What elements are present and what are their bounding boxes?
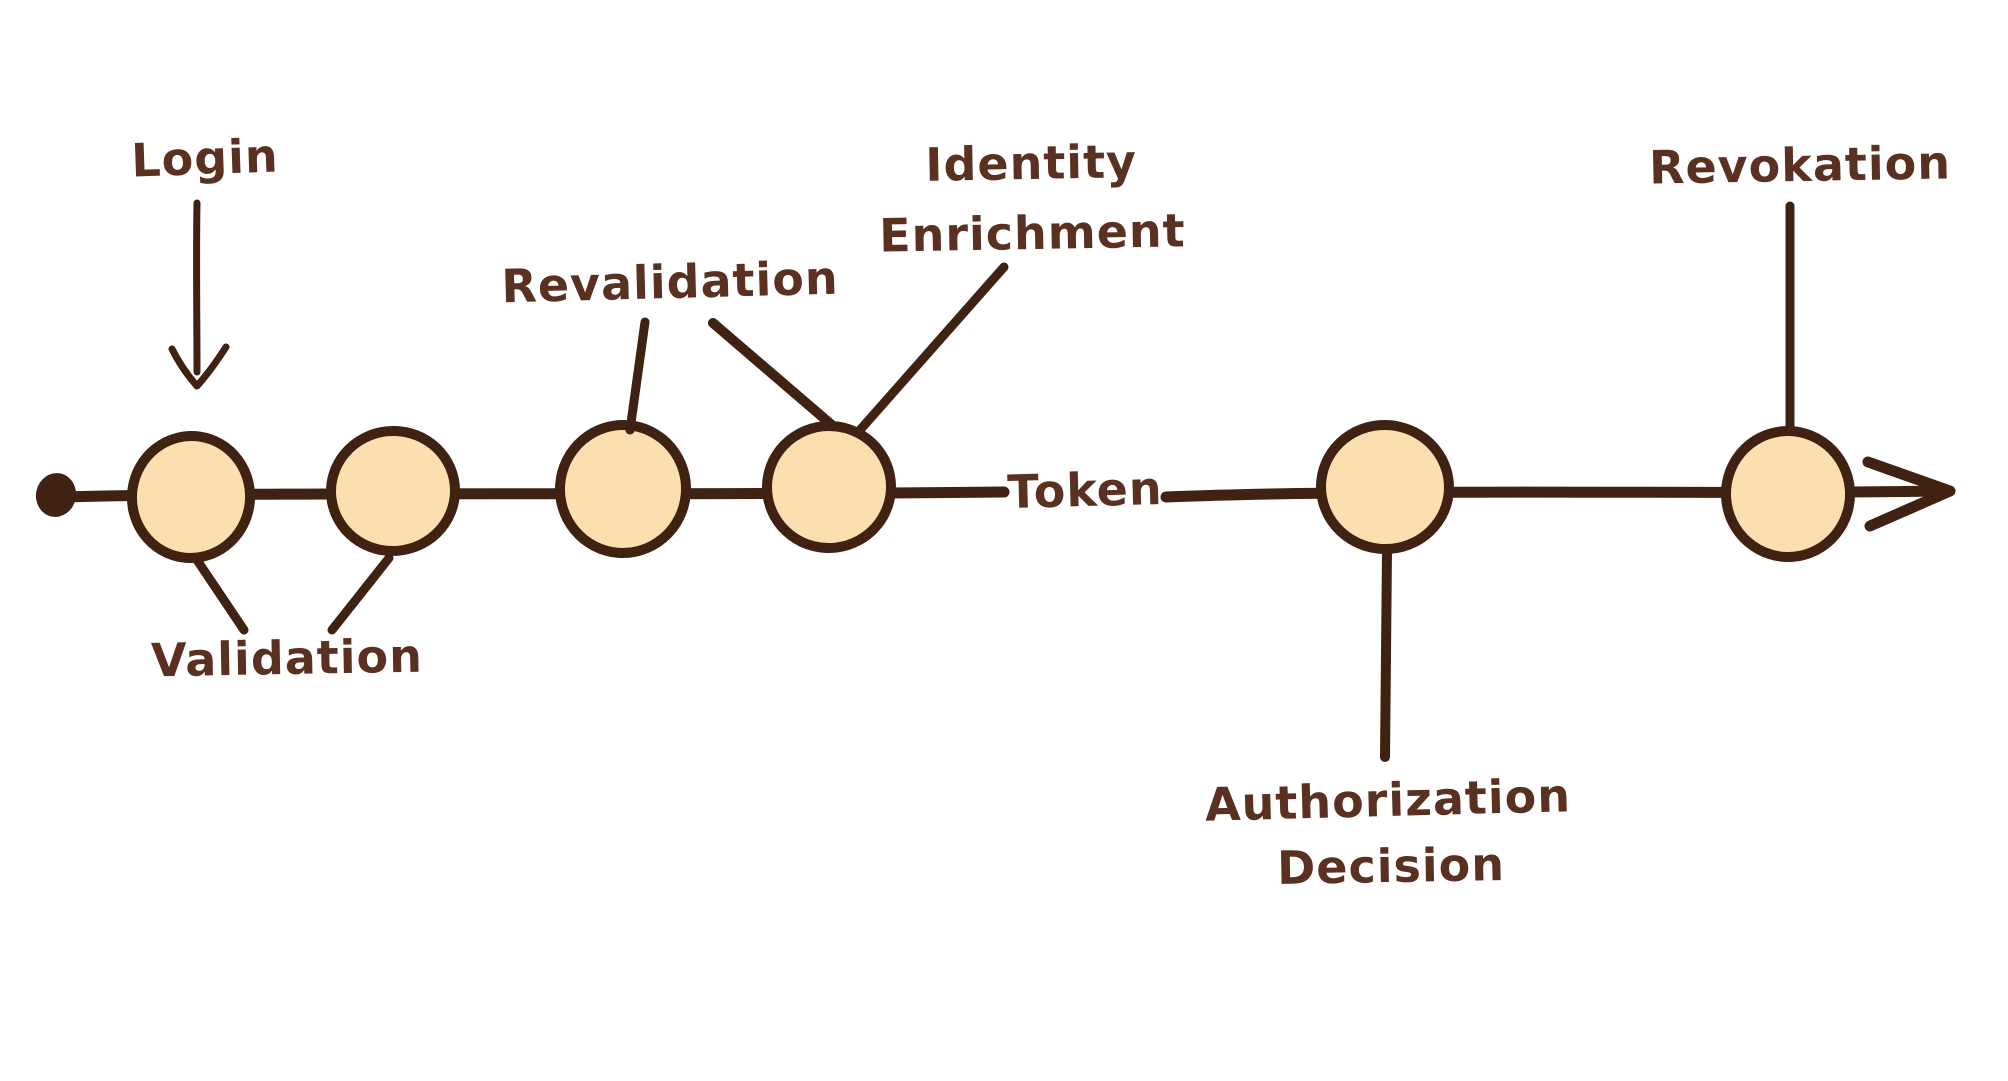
validation-annotation: Validation <box>151 553 424 688</box>
login-annotation: Login <box>130 128 280 390</box>
authorization-decision-label-line2: Decision <box>1277 837 1506 895</box>
identity-enrichment-annotation: Identity Enrichment <box>879 134 1186 263</box>
login-arrowhead-icon <box>168 343 230 390</box>
revalidation-annotation: Revalidation <box>501 251 840 435</box>
identity-enrichment-label-line1: Identity <box>925 134 1138 192</box>
revocation-annotation: Revokation <box>1649 135 1952 432</box>
identity-enrichment-connector <box>855 262 1009 435</box>
identity-enrichment-label-line2: Enrichment <box>879 203 1186 262</box>
lifecycle-nodes <box>126 419 1856 563</box>
node-3-revalidation <box>554 420 692 558</box>
validation-connector-left <box>192 555 249 635</box>
node-6-revocation <box>1720 426 1856 562</box>
node-2-validation <box>326 425 460 557</box>
timeline-end-arrow-icon <box>1862 456 1956 532</box>
authorization-decision-annotation: Authorization Decision <box>1204 546 1572 895</box>
login-label: Login <box>130 128 279 187</box>
validation-label: Validation <box>151 629 424 688</box>
node-5-authorization <box>1316 419 1454 555</box>
revocation-label: Revokation <box>1649 135 1952 194</box>
validation-connector-right <box>327 553 394 635</box>
token-label: Token <box>1007 461 1164 519</box>
revalidation-label: Revalidation <box>501 251 840 314</box>
node-4-identity-enrichment <box>762 420 896 554</box>
authorization-decision-label-line1: Authorization <box>1204 768 1571 832</box>
revalidation-connector-node3 <box>625 317 650 435</box>
authorization-connector <box>1380 546 1392 762</box>
node-1-login <box>126 431 256 563</box>
revalidation-connector-node4 <box>708 318 838 431</box>
timeline <box>35 456 1956 532</box>
start-dot <box>35 473 77 517</box>
